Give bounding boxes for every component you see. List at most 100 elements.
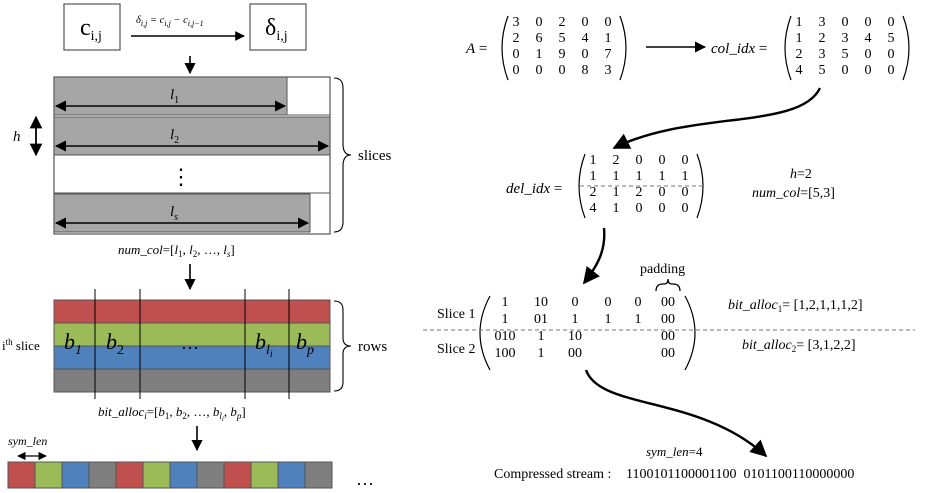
encoded-matrix-cell: 1 bbox=[635, 312, 642, 327]
c-box: ci,j bbox=[63, 3, 121, 51]
matrix-A-cell: 0 bbox=[513, 63, 520, 78]
matrix-col-idx-cell: 0 bbox=[865, 47, 872, 62]
ith-slice-label: ith slice bbox=[2, 337, 40, 353]
svg-text:δi,j: δi,j bbox=[265, 15, 288, 44]
matrix-col-idx-cell: 5 bbox=[819, 63, 826, 78]
matrix-A-cell: 3 bbox=[513, 15, 520, 30]
matrix-del-idx-cell: 4 bbox=[590, 201, 597, 216]
matrix-A-cell: 0 bbox=[536, 63, 543, 78]
stream-cell bbox=[115, 461, 144, 489]
bit-alloc-formula: bit_alloci=[b1, b2, …, bli, bp] bbox=[98, 404, 246, 423]
encoded-matrix-cell: 01 bbox=[534, 312, 548, 327]
matrix-del-idx-cell: 0 bbox=[682, 153, 689, 168]
stream-cell bbox=[7, 461, 36, 489]
length-label-1: l1 bbox=[170, 87, 179, 106]
encoded-matrix-cell: 0 bbox=[635, 295, 642, 310]
compressed-stream-value: 1100101100001100 0101100110000000 bbox=[626, 467, 854, 482]
stream-cell bbox=[142, 461, 171, 489]
matrix-A-cell: 0 bbox=[582, 47, 589, 62]
matrix-col-idx-cell: 0 bbox=[888, 47, 895, 62]
stream-cell bbox=[304, 461, 333, 489]
sym-len-equation: sym_len=4 bbox=[646, 444, 703, 459]
colidx-to-delidx-arrow bbox=[612, 87, 822, 150]
stream-cell bbox=[61, 461, 90, 489]
stream-cell bbox=[88, 461, 117, 489]
delta-box-letter: δ bbox=[265, 15, 276, 41]
encoded-matrix-cell: 100 bbox=[495, 346, 516, 361]
matrix-col-idx-cell: 1 bbox=[796, 15, 803, 30]
matrix-A-cell: 1 bbox=[536, 47, 543, 62]
matrix-colidx-right-paren bbox=[902, 15, 910, 81]
stream-cell bbox=[34, 461, 63, 489]
padding-label: padding bbox=[640, 262, 685, 277]
encoded-matrix-cell: 10 bbox=[568, 329, 582, 344]
matrix-col-idx-cell: 0 bbox=[888, 15, 895, 30]
matrix-A-cell: 4 bbox=[582, 31, 589, 46]
encoded-matrix-cell: 0 bbox=[605, 295, 612, 310]
matrix-del-idx-cell: 2 bbox=[636, 185, 643, 200]
matrix-A-cell: 3 bbox=[605, 63, 612, 78]
encoded-matrix-cell: 00 bbox=[661, 312, 675, 327]
stream-cell bbox=[196, 461, 225, 489]
b-label-dots: … bbox=[181, 333, 199, 353]
stream-cell bbox=[277, 461, 306, 489]
matrix-colidx-left-paren bbox=[784, 15, 792, 81]
matrix-del-idx-cell: 0 bbox=[682, 201, 689, 216]
col-idx-label: col_idx = bbox=[711, 41, 767, 57]
matrix-A-cell: 2 bbox=[513, 31, 520, 46]
matrix-del-idx-cell: 1 bbox=[590, 169, 597, 184]
matrix-A-label: A = bbox=[465, 41, 487, 57]
slice-2-label: Slice 2 bbox=[437, 342, 476, 357]
matrix-del-idx-cell: 1 bbox=[613, 169, 620, 184]
matrix-A-cell: 0 bbox=[559, 63, 566, 78]
matrix-A-cell: 6 bbox=[536, 31, 543, 46]
rows-block: b1 b2 … bli bp bbox=[53, 289, 331, 399]
matrix-A-cell: 8 bbox=[582, 63, 589, 78]
matrix-col-idx-cell: 0 bbox=[865, 63, 872, 78]
b-label-2: b2 bbox=[106, 329, 124, 358]
matrix-A-cell: 0 bbox=[536, 15, 543, 30]
matrix-A-cell: 0 bbox=[605, 15, 612, 30]
matrix-col-idx-cell: 0 bbox=[888, 63, 895, 78]
slices-label: slices bbox=[358, 148, 391, 164]
matrix-col-idx-cell: 0 bbox=[865, 15, 872, 30]
matrix-del-idx-cell: 2 bbox=[613, 153, 620, 168]
encoded-right-paren bbox=[684, 295, 696, 371]
h-label: h bbox=[13, 129, 21, 145]
c-box-subscript: i,j bbox=[91, 29, 102, 44]
bit-alloc-2-equation: bit_alloc2= [3,1,2,2] bbox=[742, 338, 856, 354]
delta-box: δi,j bbox=[249, 3, 307, 51]
matrix-A-cell: 0 bbox=[513, 47, 520, 62]
length-label-2: l2 bbox=[170, 127, 179, 146]
matrix-del-idx-cell: 0 bbox=[636, 201, 643, 216]
matrix-A-cell: 2 bbox=[559, 15, 566, 30]
matrix-col-idx-cell: 2 bbox=[796, 47, 803, 62]
matrix-col-idx-cell: 5 bbox=[842, 47, 849, 62]
encoded-matrix-cell: 1 bbox=[572, 312, 579, 327]
svg-text:ci,j: ci,j bbox=[80, 15, 102, 44]
matrix-col-idx-cell: 1 bbox=[796, 31, 803, 46]
encoded-matrix-cell: 00 bbox=[661, 295, 675, 310]
matrix-del-idx-cell: 1 bbox=[590, 153, 597, 168]
matrix-A-cell: 5 bbox=[559, 31, 566, 46]
rows-brace bbox=[333, 300, 352, 392]
num-col-equation: num_col=[5,3] bbox=[752, 186, 835, 201]
slice-1-label: Slice 1 bbox=[437, 307, 476, 322]
delta-box-subscript: i,j bbox=[276, 29, 287, 44]
matrix-del-idx-cell: 1 bbox=[613, 201, 620, 216]
delta-formula: δi,j = ci,j − ci,j−1 bbox=[136, 15, 204, 28]
matrix-col-idx-cell: 4 bbox=[865, 31, 872, 46]
matrix-col-idx-cell: 2 bbox=[819, 31, 826, 46]
matrix-col-idx-cell: 3 bbox=[842, 31, 849, 46]
encoded-matrix-cell: 010 bbox=[495, 329, 516, 344]
stream-cell bbox=[223, 461, 252, 489]
matrix-col-idx-cell: 4 bbox=[796, 63, 803, 78]
matrix-A-left-paren bbox=[501, 15, 509, 81]
matrix-col-idx-cell: 3 bbox=[819, 47, 826, 62]
encoded-matrix-cell: 00 bbox=[568, 346, 582, 361]
